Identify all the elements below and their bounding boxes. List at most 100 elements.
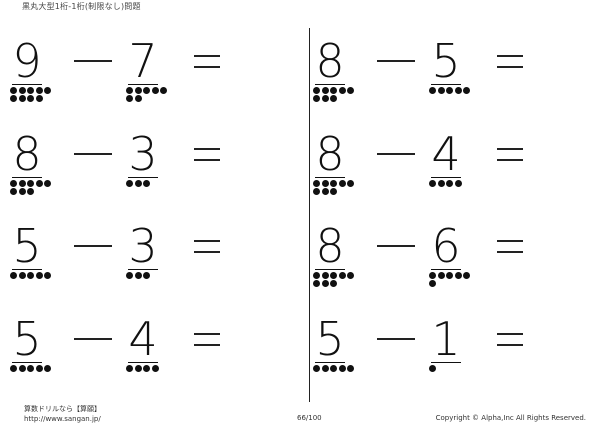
- subtrahend-underline: [128, 84, 158, 85]
- minus-sign: [377, 245, 415, 247]
- counting-dot: [429, 272, 436, 279]
- problem-5: 8 5: [313, 38, 573, 110]
- equals-sign: [497, 50, 523, 72]
- subtrahend-dots: [429, 365, 477, 373]
- minuend-underline: [315, 269, 345, 270]
- counting-dot: [10, 87, 17, 94]
- counting-dot: [18, 95, 26, 102]
- counting-dot: [143, 272, 150, 279]
- counting-dot: [44, 272, 51, 279]
- counting-dot: [437, 272, 445, 279]
- counting-dot: [321, 188, 329, 195]
- counting-dot: [27, 272, 34, 279]
- subtrahend-number: 1: [431, 312, 461, 366]
- minuend-number: 5: [315, 312, 345, 366]
- counting-dot: [313, 87, 320, 94]
- equals-sign: [194, 235, 220, 257]
- subtrahend-dots: [429, 87, 477, 95]
- minuend-dots: [10, 365, 58, 373]
- counting-dot: [330, 95, 337, 102]
- minuend-dots: [313, 365, 361, 373]
- counting-dot: [321, 180, 329, 187]
- minus-sign: [377, 338, 415, 340]
- counting-dot: [18, 365, 26, 372]
- minus-sign: [377, 153, 415, 155]
- subtrahend-dots: [429, 272, 477, 288]
- problem-4: 5 4: [10, 316, 270, 388]
- subtrahend-underline: [128, 269, 158, 270]
- counting-dot: [321, 365, 329, 372]
- counting-dot: [330, 272, 337, 279]
- minuend-number: 8: [315, 127, 345, 181]
- dot-row: [429, 272, 477, 280]
- counting-dot: [10, 272, 17, 279]
- dot-row: [313, 365, 361, 373]
- footer-url-link[interactable]: http://www.sangan.jp/: [24, 415, 101, 423]
- minuend-number: 5: [12, 312, 42, 366]
- counting-dot: [429, 280, 436, 287]
- subtrahend-underline: [431, 177, 461, 178]
- minuend-underline: [315, 177, 345, 178]
- counting-dot: [321, 95, 329, 102]
- dot-row: [10, 95, 58, 103]
- minus-sign: [74, 245, 112, 247]
- minuend-underline: [12, 362, 42, 363]
- dot-row: [10, 365, 58, 373]
- counting-dot: [44, 87, 51, 94]
- subtrahend-number: 7: [128, 34, 158, 88]
- counting-dot: [134, 272, 142, 279]
- equals-sign: [497, 235, 523, 257]
- worksheet-title: 黒丸大型1桁-1桁(制限なし)問題: [22, 2, 141, 11]
- counting-dot: [27, 87, 34, 94]
- counting-dot: [446, 272, 453, 279]
- page-number: 66/100: [297, 414, 322, 422]
- counting-dot: [347, 87, 354, 94]
- counting-dot: [18, 87, 26, 94]
- dot-row: [126, 365, 174, 373]
- counting-dot: [10, 365, 17, 372]
- subtrahend-number: 6: [431, 219, 461, 273]
- subtrahend-underline: [431, 84, 461, 85]
- minuend-dots: [313, 272, 361, 288]
- counting-dot: [454, 87, 462, 94]
- minuend-dots: [313, 180, 361, 196]
- counting-dot: [134, 180, 142, 187]
- copyright-text: Copyright © Alpha,Inc All Rights Reserve…: [435, 414, 586, 422]
- dot-row: [429, 365, 477, 373]
- counting-dot: [313, 365, 320, 372]
- subtrahend-dots: [126, 87, 174, 103]
- column-divider: [309, 28, 310, 402]
- counting-dot: [10, 188, 17, 195]
- counting-dot: [126, 365, 133, 372]
- dot-row: [429, 280, 477, 288]
- minus-sign: [74, 60, 112, 62]
- minuend-number: 8: [12, 127, 42, 181]
- minuend-number: 8: [315, 34, 345, 88]
- dot-row: [10, 180, 58, 188]
- footer-brand-block: 算数ドリルなら【算願】 http://www.sangan.jp/: [24, 404, 101, 424]
- counting-dot: [143, 180, 150, 187]
- counting-dot: [454, 272, 462, 279]
- counting-dot: [10, 95, 17, 102]
- counting-dot: [134, 95, 142, 102]
- counting-dot: [143, 87, 150, 94]
- dot-row: [10, 87, 58, 95]
- counting-dot: [338, 272, 346, 279]
- counting-dot: [313, 95, 320, 102]
- subtrahend-underline: [128, 362, 158, 363]
- counting-dot: [27, 95, 34, 102]
- problem-7: 8 6: [313, 223, 573, 295]
- counting-dot: [437, 180, 445, 187]
- footer-brand: 算数ドリルなら【算願】: [24, 405, 101, 413]
- counting-dot: [35, 365, 43, 372]
- counting-dot: [143, 365, 150, 372]
- problem-1: 9 7: [10, 38, 270, 110]
- minuend-underline: [12, 177, 42, 178]
- counting-dot: [429, 365, 436, 372]
- subtrahend-number: 3: [128, 127, 158, 181]
- dot-row: [313, 87, 361, 95]
- equals-sign: [497, 143, 523, 165]
- counting-dot: [313, 180, 320, 187]
- counting-dot: [35, 87, 43, 94]
- counting-dot: [454, 180, 462, 187]
